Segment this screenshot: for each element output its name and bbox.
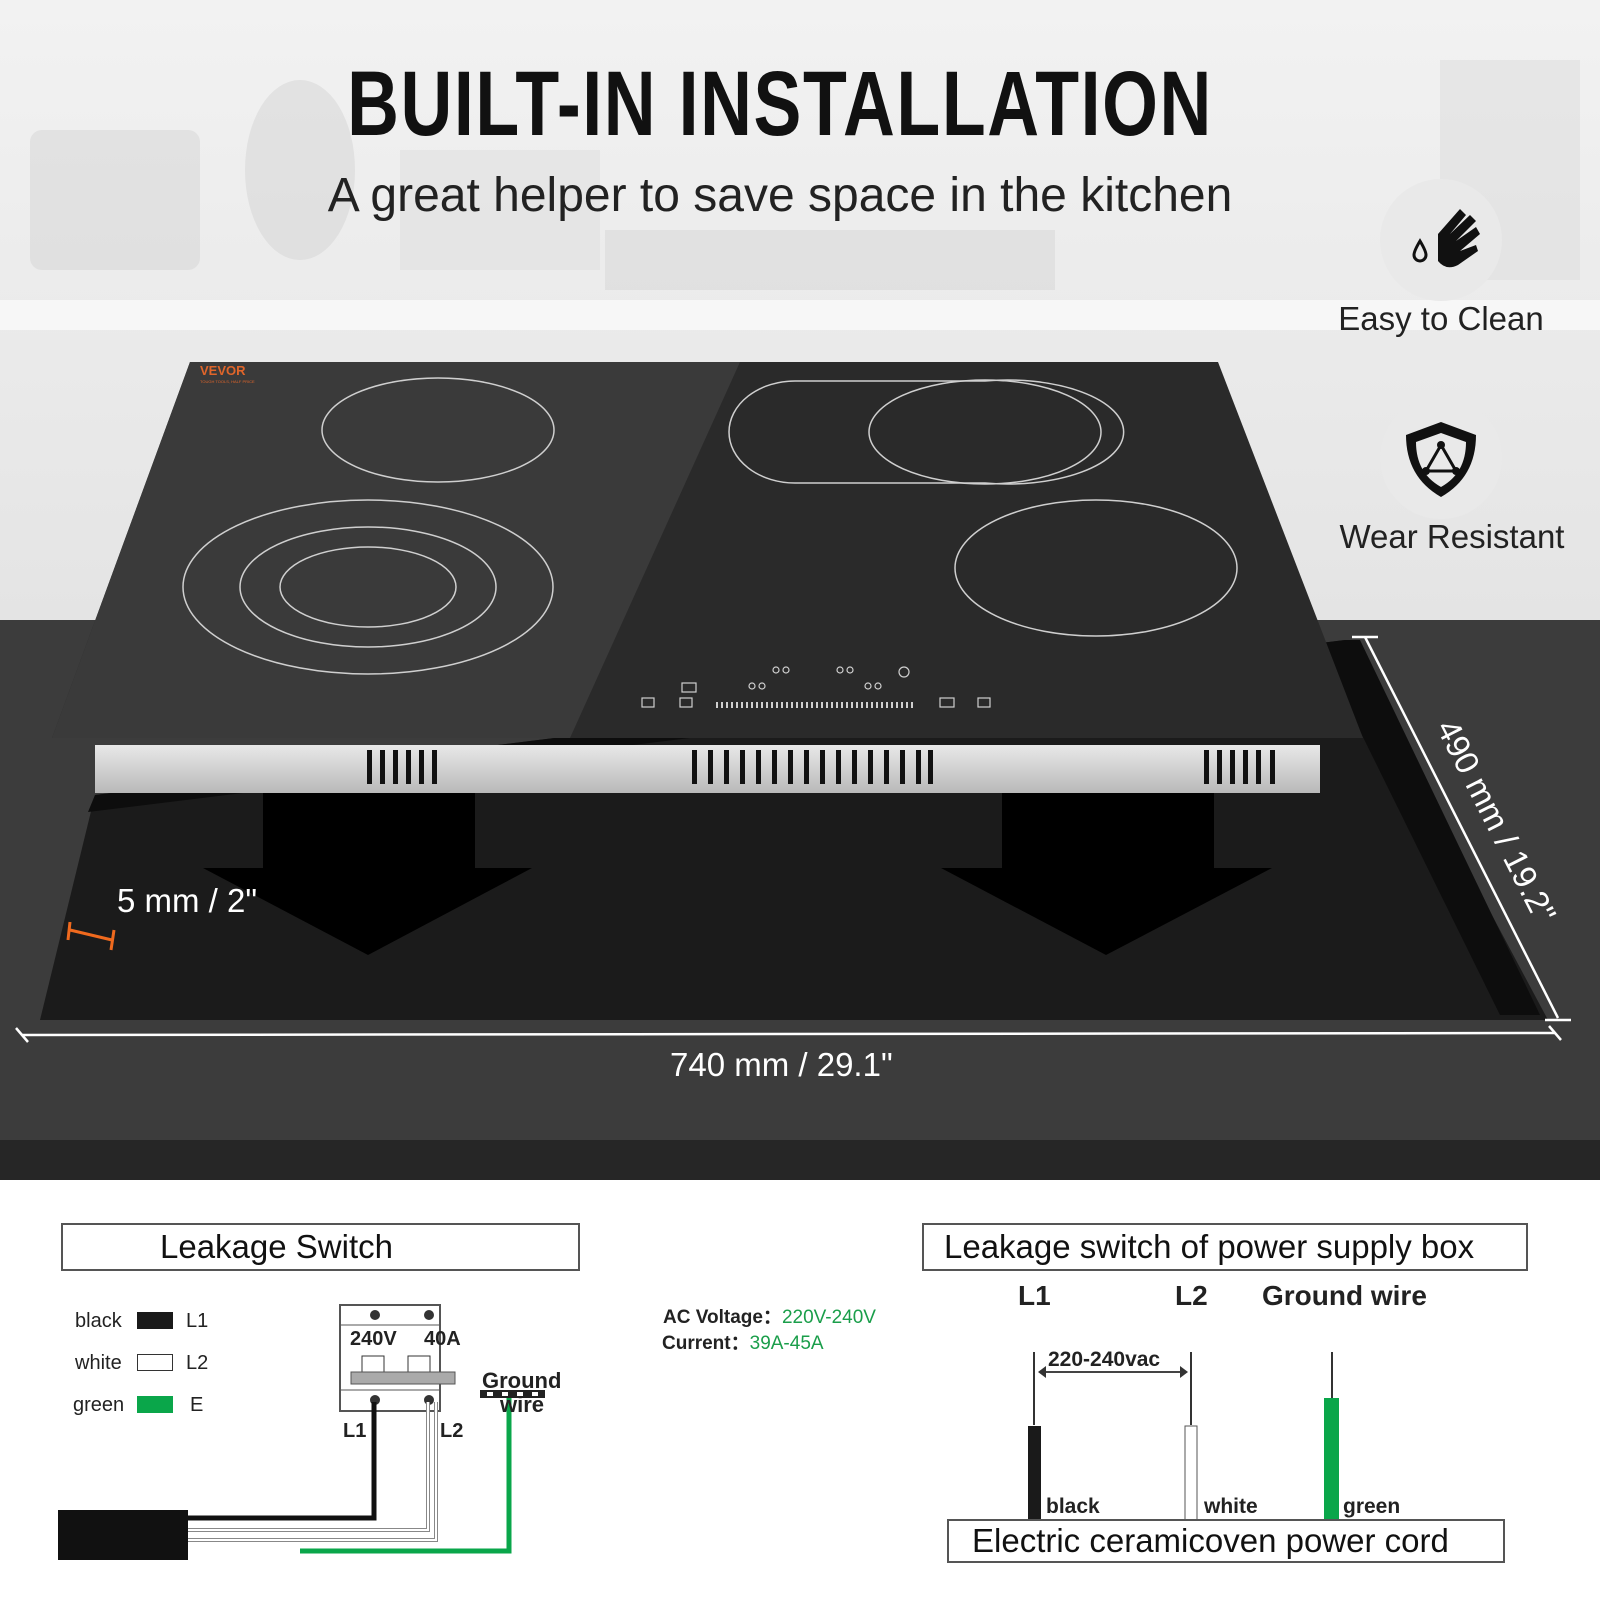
voltage-range: 220-240vac (1048, 1348, 1161, 1371)
legend-swatch-black (137, 1312, 173, 1329)
svg-text:TOUGH TOOLS, HALF PRICE: TOUGH TOOLS, HALF PRICE (200, 379, 255, 384)
legend-swatch-white (137, 1354, 173, 1371)
legend-white: white (75, 1352, 122, 1374)
terminal-l1: L1 (343, 1420, 367, 1442)
width-dimension: 740 mm / 29.1" (670, 1046, 893, 1083)
cooking-zones (182, 377, 1238, 675)
wiring-diagram-right (1028, 1352, 1339, 1522)
hand-wipe-icon (1380, 179, 1502, 301)
power-cord-box: Electric ceramicoven power cord (947, 1519, 1505, 1563)
right-ground: Ground wire (1262, 1280, 1427, 1311)
legend-swatch-green (137, 1396, 173, 1413)
legend-black: black (75, 1310, 122, 1332)
breaker-voltage: 240V (350, 1328, 397, 1350)
ground-label: Ground (482, 1368, 562, 1393)
feature-label-easy-to-clean: Easy to Clean (1338, 300, 1544, 337)
label-green: green (1343, 1495, 1401, 1518)
cooktop-housing (95, 745, 1320, 793)
power-supply-box-title: Leakage switch of power supply box (922, 1223, 1528, 1271)
legend-code-l1: L1 (186, 1310, 209, 1332)
legend-code-l2: L2 (186, 1352, 209, 1374)
legend-code-e: E (190, 1394, 204, 1416)
leakage-switch-title: Leakage Switch (160, 1228, 393, 1265)
breaker-current: 40A (424, 1328, 461, 1350)
down-arrow-right (941, 790, 1272, 955)
product-scene: VEVOR TOUGH TOOLS, HALF PRICE (0, 0, 1600, 1180)
terminal-l2: L2 (440, 1420, 464, 1442)
label-white: white (1204, 1495, 1258, 1518)
gap-marker (66, 921, 116, 951)
spec-current: Current：39A-45A (662, 1333, 824, 1354)
page-title: BUILT-IN INSTALLATION (347, 53, 1213, 155)
wiring-diagram-left (58, 1304, 545, 1560)
legend-green: green (73, 1394, 125, 1416)
spec-voltage: AC Voltage：220V-240V (663, 1307, 876, 1328)
right-l2: L2 (1175, 1280, 1208, 1311)
leakage-switch-title-box: Leakage Switch (61, 1223, 580, 1271)
label-black: black (1046, 1495, 1100, 1518)
power-cord-label: Electric ceramicoven power cord (972, 1522, 1449, 1559)
down-arrow-left (203, 790, 532, 955)
shield-icon (1380, 397, 1502, 519)
power-supply-box-title-text: Leakage switch of power supply box (944, 1228, 1475, 1265)
feature-label-wear-resistant: Wear Resistant (1339, 518, 1565, 555)
gap-dimension: 5 mm / 2" (117, 882, 258, 919)
page-subtitle: A great helper to save space in the kitc… (327, 169, 1233, 222)
svg-text:VEVOR: VEVOR (200, 363, 246, 378)
touch-controls (641, 666, 991, 708)
vevor-logo: VEVOR TOUGH TOOLS, HALF PRICE (200, 363, 255, 384)
right-l1: L1 (1018, 1280, 1051, 1311)
ground-label-wire: wire (500, 1392, 545, 1417)
dimension-lines (15, 635, 1571, 1043)
